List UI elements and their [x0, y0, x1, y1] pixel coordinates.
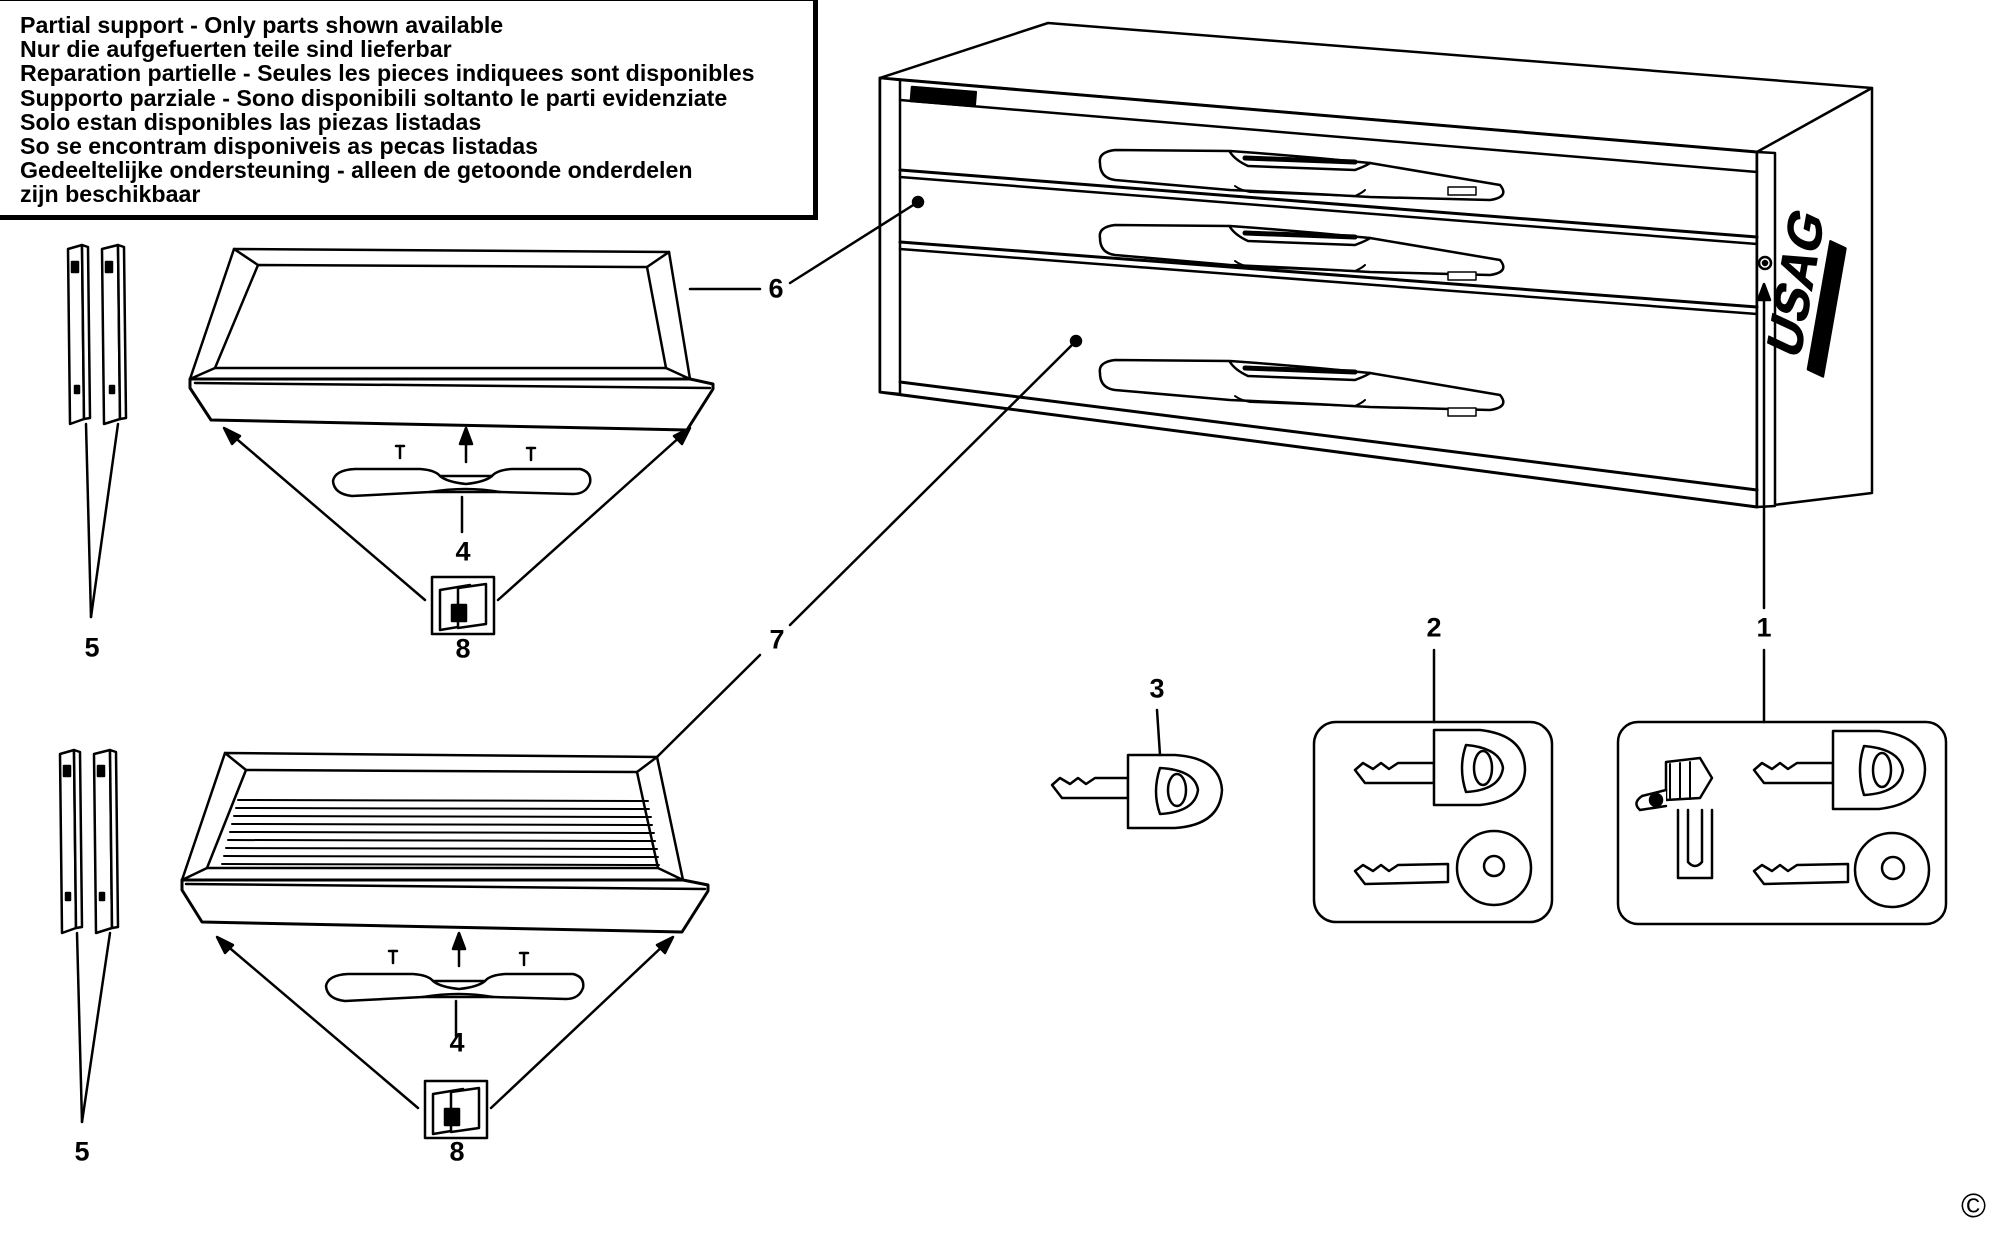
partial-support-notice: Partial support - Only parts shown avail…	[0, 0, 818, 220]
notice-line: Gedeeltelijke ondersteuning - alleen de …	[20, 157, 693, 184]
notice-line: Solo estan disponibles las piezas listad…	[20, 108, 482, 135]
notice-lines: Partial support - Only parts shown avail…	[20, 13, 813, 207]
drawer-slides-bottom	[58, 748, 120, 935]
assembly-arrows	[215, 426, 692, 1110]
notice-line: Partial support - Only parts shown avail…	[20, 12, 504, 38]
callout-slides-bottom: 5	[74, 1136, 90, 1167]
notice-line: So se encontram disponiveis as pecas lis…	[20, 133, 539, 160]
copyright-mark: ©	[1960, 1187, 1986, 1225]
drawer-slides-top	[66, 243, 128, 426]
callout-clip-bottom: 8	[449, 1136, 465, 1167]
drawer-small	[188, 247, 715, 432]
clip-part-bottom	[423, 1079, 489, 1140]
callout-clip-top: 8	[455, 633, 471, 664]
drawer-handle-top	[1098, 148, 1505, 202]
lock-kit-panel	[1616, 720, 1948, 926]
single-key-part	[1050, 753, 1224, 830]
drawer-handle-middle	[1098, 223, 1505, 281]
key-pair-panel	[1312, 720, 1554, 924]
notice-line: Reparation partielle - Seules les pieces…	[20, 60, 755, 87]
notice-line: Supporto parziale - Sono disponibili sol…	[20, 84, 728, 111]
clip-part-top	[430, 575, 496, 636]
callout-single-key: 3	[1149, 673, 1165, 704]
drawer-handle-bottom	[1098, 358, 1505, 417]
callout-handle-top: 4	[455, 536, 471, 567]
callout-drawer-large: 7	[769, 624, 785, 655]
callout-handle-bottom: 4	[449, 1027, 465, 1058]
notice-line: Nur die aufgefuerten teile sind lieferba…	[20, 36, 452, 63]
leader-lines	[75, 200, 1772, 1124]
handle-part-top	[331, 444, 592, 498]
callout-lock-kit: 1	[1756, 612, 1772, 643]
notice-line: zijn beschikbaar	[20, 181, 201, 208]
callout-drawer-small: 6	[768, 273, 784, 304]
handle-part-bottom	[324, 949, 585, 1003]
callout-key-pair: 2	[1426, 612, 1442, 643]
drawer-large	[180, 751, 710, 934]
callout-slides-top: 5	[84, 632, 100, 663]
drawer-liner-ribs	[221, 799, 660, 866]
tool-cabinet: USAG	[878, 21, 1874, 509]
